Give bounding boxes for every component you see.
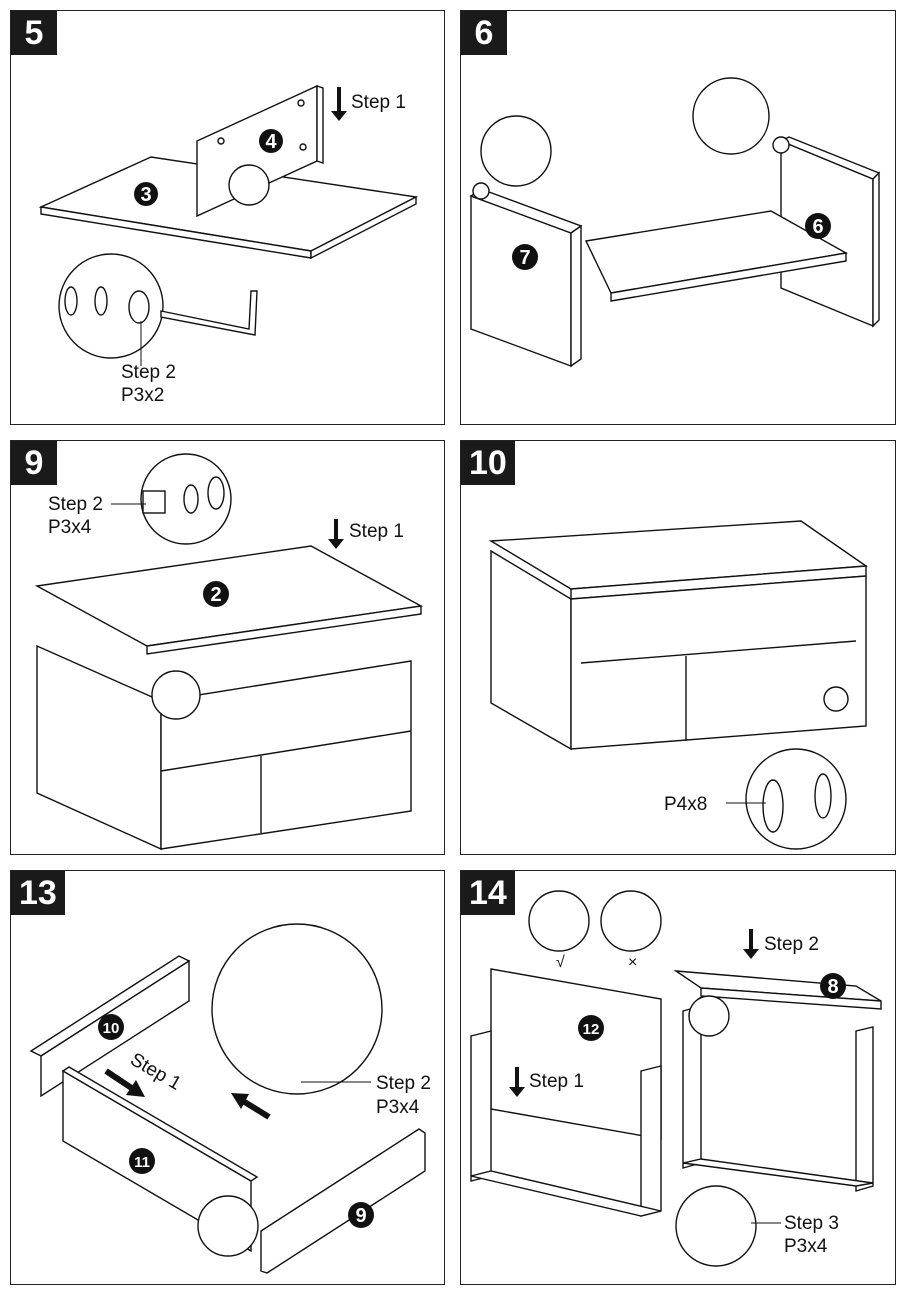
panel-step-5: 5 Step 1 3 4: [10, 10, 445, 425]
step-1-label: Step 1: [349, 521, 404, 542]
part-7-label: 7: [519, 247, 530, 269]
step-number-badge: 13: [11, 871, 65, 915]
hardware-label: P3x2: [121, 385, 164, 406]
incorrect-mark: ×: [628, 954, 637, 971]
zoom-detail: [58, 253, 258, 359]
hardware-label: P4x8: [664, 794, 707, 815]
incorrect-detail: [600, 890, 662, 952]
drawer-front-12: [490, 968, 662, 1140]
part-6-marker: [805, 213, 831, 239]
cabinet-left: [36, 644, 162, 851]
part-2-marker: [203, 581, 229, 607]
panel-step-9: 9 Step 1 Step 2 P3x4 2: [10, 440, 445, 855]
step-9-illustration: Step 1 Step 2 P3x4 2: [34, 453, 424, 851]
hardware-label: P3x4: [784, 1236, 828, 1257]
part-11-label: 11: [134, 1154, 150, 1171]
hardware-label: P3x4: [376, 1097, 420, 1118]
zoom-detail: [675, 1185, 757, 1267]
panel-step-14: 14 √ × Step 2 Step: [460, 870, 896, 1285]
correct-mark: √: [556, 954, 565, 971]
step-1-label: Step 1: [351, 92, 406, 113]
arrow-right-icon: [104, 1068, 145, 1097]
part-3-label: 3: [140, 184, 151, 206]
step-3-label: Step 3: [784, 1213, 839, 1234]
step-10-illustration: P4x8: [488, 520, 869, 850]
step-number-badge: 14: [461, 871, 515, 915]
part-8-marker: [820, 973, 846, 999]
down-arrow-icon: [331, 87, 347, 121]
part-12-marker: [578, 1015, 604, 1041]
top-board-2: [34, 545, 424, 647]
part-2-label: 2: [210, 584, 221, 606]
step-1-label: Step 1: [529, 1071, 584, 1092]
step-number-badge: 10: [461, 441, 515, 485]
detail-circle: [228, 164, 270, 206]
arrow-left-icon: [231, 1093, 271, 1120]
step-13-illustration: Step 1 Step 2 P3x4 10 11 9: [29, 923, 431, 1274]
down-arrow-icon: [328, 519, 344, 549]
part-6-label: 6: [812, 216, 823, 238]
zoom-detail: [745, 748, 847, 850]
panel-step-6: 6 7 6: [460, 10, 896, 425]
step-2-label: Step 2: [48, 494, 103, 515]
part-12-label: 12: [583, 1021, 600, 1038]
part-9-label: 9: [355, 1205, 366, 1227]
allen-key-icon: [160, 290, 258, 336]
step-5-illustration: Step 1 3 4 Step 2 P3x2: [38, 84, 419, 406]
assembled-cabinet: [488, 520, 869, 751]
correct-detail: [528, 890, 590, 952]
down-arrow-icon: [743, 929, 759, 959]
step-2-label: Step 2: [376, 1073, 431, 1094]
hardware-label: P3x4: [48, 517, 92, 538]
part-4-label: 4: [265, 131, 277, 153]
panel-step-10: 10 P4x8: [460, 440, 896, 855]
part-9-marker: [348, 1202, 374, 1228]
panel-step-13: 13 Step 1 Step 2 P3x4 10 11 9: [10, 870, 445, 1285]
step-number-badge: 6: [461, 11, 507, 55]
part-8-label: 8: [827, 976, 838, 998]
step-2-label: Step 2: [764, 934, 819, 955]
part-4-marker: [259, 129, 283, 153]
drawer-slide-9: [260, 1128, 426, 1274]
part-7-marker: [512, 244, 538, 270]
part-11-marker: [129, 1148, 155, 1174]
part-10-marker: [98, 1014, 124, 1040]
step-number-badge: 5: [11, 11, 57, 55]
step-6-illustration: 7 6: [469, 77, 881, 368]
step-2-label: Step 2: [121, 362, 176, 383]
step-14-illustration: √ × Step 2 Step 1 Step 3 P3x4 12 8: [470, 890, 882, 1267]
part-3-marker: [134, 182, 158, 206]
step-number-badge: 9: [11, 441, 57, 485]
part-10-label: 10: [103, 1020, 120, 1037]
down-arrow-icon: [509, 1067, 525, 1097]
zoom-detail: [211, 923, 383, 1095]
